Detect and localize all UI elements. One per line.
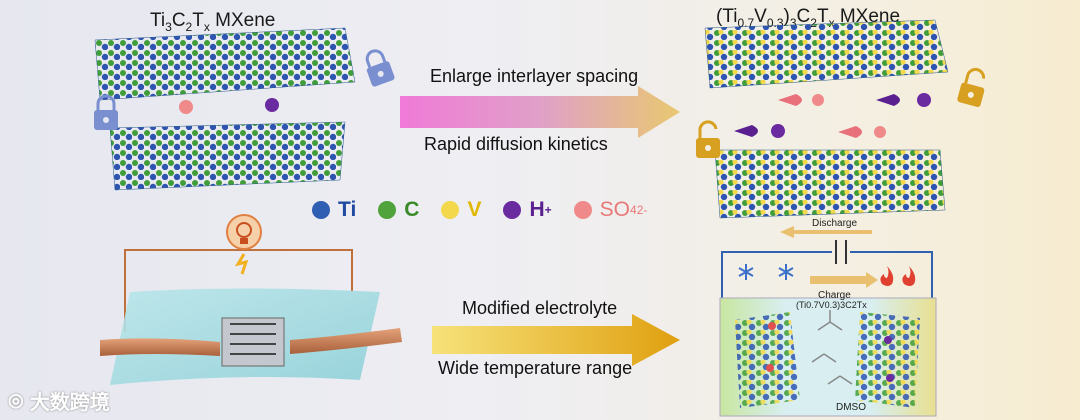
legend-item-v: V — [441, 198, 481, 222]
modified-electrolyte-arrow — [432, 314, 680, 366]
dmso-label: DMSO — [836, 402, 866, 413]
legend-item-h: H+ — [503, 198, 552, 222]
legend-item-c: C — [378, 198, 419, 222]
unlock-icon — [696, 120, 720, 158]
snowflake-icon — [738, 264, 754, 280]
right-mxene-lower-layer — [714, 149, 946, 219]
wide-temperature-label: Wide temperature range — [438, 358, 633, 378]
cell-material-label: (Ti0.7V0.3)3C2Tx — [796, 300, 867, 310]
left-structure-title: Ti3C2Tx MXene — [150, 10, 276, 34]
diffusion-kinetics-label: Rapid diffusion kinetics — [424, 134, 608, 154]
lock-icon — [365, 49, 395, 87]
lock-icon — [94, 94, 118, 130]
flame-icon — [880, 266, 894, 286]
legend-dot — [573, 201, 592, 219]
legend-dot — [378, 201, 397, 219]
flexible-device — [100, 249, 402, 385]
legend-dot — [503, 201, 522, 219]
enlarge-spacing-arrow — [400, 86, 680, 138]
charge-label: Charge — [818, 290, 851, 301]
rocket-proton — [734, 124, 785, 138]
flame-icon — [902, 266, 916, 286]
legend-dot — [441, 201, 460, 219]
watermark-logo-icon: ◎ — [8, 390, 24, 410]
right-mxene-upper-layer — [704, 19, 949, 89]
rocket-sulfate — [838, 126, 886, 138]
legend-item-ti: Ti — [312, 198, 356, 222]
light-bulb-icon — [226, 214, 262, 275]
supercapacitor-cell — [719, 226, 937, 417]
watermark: ◎ 大数跨境 — [8, 390, 110, 414]
rocket-proton — [876, 93, 931, 107]
left-mxene-lower-layer — [109, 121, 346, 191]
left-mxene-upper-layer — [94, 27, 356, 101]
sulfate-ion — [179, 100, 193, 114]
unlock-icon — [957, 67, 985, 107]
legend-dot — [312, 201, 330, 219]
rocket-sulfate — [778, 94, 824, 106]
enlarge-spacing-label: Enlarge interlayer spacing — [430, 66, 639, 86]
discharge-label: Discharge — [812, 218, 858, 229]
snowflake-icon — [778, 264, 794, 280]
proton — [265, 98, 279, 112]
modified-electrolyte-label: Modified electrolyte — [462, 298, 618, 318]
